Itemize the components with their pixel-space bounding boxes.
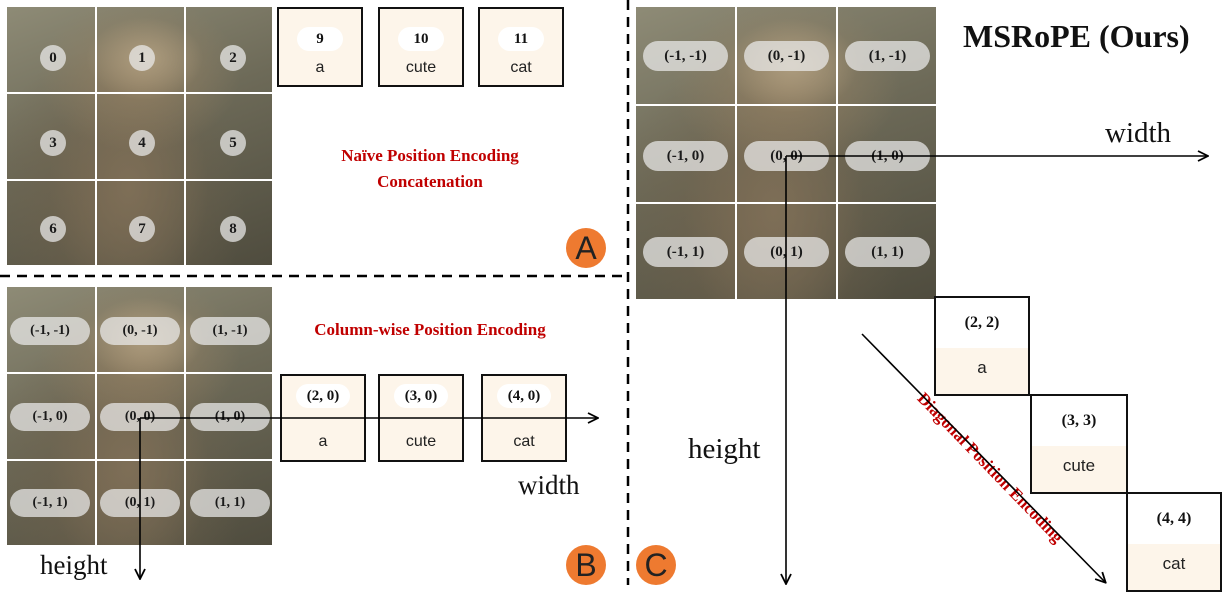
grid-line	[836, 7, 838, 299]
token-word: a	[318, 433, 328, 450]
patch-label: 0	[40, 45, 66, 71]
token-position: 9	[316, 31, 324, 47]
patch-label: 2	[220, 45, 246, 71]
patch-label: (-1, 0)	[643, 141, 728, 171]
patch-label: 4	[129, 130, 155, 156]
token-position: (4, 0)	[507, 388, 541, 404]
grid-line	[184, 7, 186, 265]
grid-line	[7, 92, 272, 94]
patch-label: (-1, -1)	[643, 41, 728, 71]
panel-c-title: MSRoPE (Ours)	[963, 18, 1190, 54]
patch-label: (1, 1)	[190, 489, 270, 517]
text-token-box: 11 cat	[478, 7, 564, 87]
patch-label: 7	[129, 216, 155, 242]
panel-b-title: Column-wise Position Encoding	[314, 320, 546, 339]
text-token-box: (2, 2) a	[934, 296, 1030, 396]
patch-label: (-1, 1)	[643, 237, 728, 267]
token-position: (2, 2)	[964, 314, 1000, 331]
patch-label: (-1, 0)	[10, 403, 90, 431]
token-position: (3, 0)	[404, 388, 438, 404]
token-word: cute	[405, 433, 437, 450]
patch-label: (0, -1)	[100, 317, 180, 345]
grid-line	[636, 104, 936, 106]
patch-label: (1, -1)	[845, 41, 930, 71]
token-position: (3, 3)	[1061, 412, 1097, 429]
patch-label: (0, 0)	[100, 403, 180, 431]
token-word: cat	[510, 59, 532, 76]
panel-a-title-line1: Naïve Position Encoding	[341, 146, 519, 165]
text-token-box: 10 cute	[378, 7, 464, 87]
token-word: cat	[513, 433, 535, 450]
grid-line	[7, 372, 272, 374]
panel-b-width-label: width	[518, 470, 580, 500]
panel-c-diagonal-arrow	[861, 333, 1105, 582]
panel-a-title-line2: Concatenation	[377, 172, 483, 191]
grid-line	[7, 179, 272, 181]
grid-line	[95, 7, 97, 265]
token-position: 11	[513, 31, 529, 47]
patch-label: 1	[129, 45, 155, 71]
text-token-box: 9 a	[277, 7, 363, 87]
patch-label: 8	[220, 216, 246, 242]
grid-line	[184, 287, 186, 545]
patch-label: (1, 0)	[190, 403, 270, 431]
grid-line	[95, 287, 97, 545]
token-position: (4, 4)	[1156, 510, 1192, 527]
token-position: 10	[413, 31, 429, 47]
patch-label: (1, 1)	[845, 237, 930, 267]
panel-a-badge: A	[566, 228, 606, 268]
patch-label: 5	[220, 130, 246, 156]
patch-label: (-1, 1)	[10, 489, 90, 517]
token-position: (2, 0)	[306, 388, 340, 404]
patch-label: (0, -1)	[744, 41, 829, 71]
token-word: cat	[1128, 544, 1220, 590]
panel-c-badge: C	[636, 545, 676, 585]
token-word: cute	[405, 59, 437, 76]
patch-label: 3	[40, 130, 66, 156]
token-word: a	[315, 59, 325, 76]
token-word: a	[936, 348, 1028, 394]
token-word: cute	[1032, 446, 1126, 492]
text-token-box: (3, 3) cute	[1030, 394, 1128, 494]
patch-label: (1, -1)	[190, 317, 270, 345]
panel-c-width-label: width	[1105, 117, 1172, 149]
panel-c-height-label: height	[688, 433, 761, 465]
patch-label: (-1, -1)	[10, 317, 90, 345]
patch-label: 6	[40, 216, 66, 242]
grid-line	[735, 7, 737, 299]
panel-b-height-label: height	[40, 550, 108, 580]
panel-b-badge: B	[566, 545, 606, 585]
text-token-box: (4, 4) cat	[1126, 492, 1222, 592]
